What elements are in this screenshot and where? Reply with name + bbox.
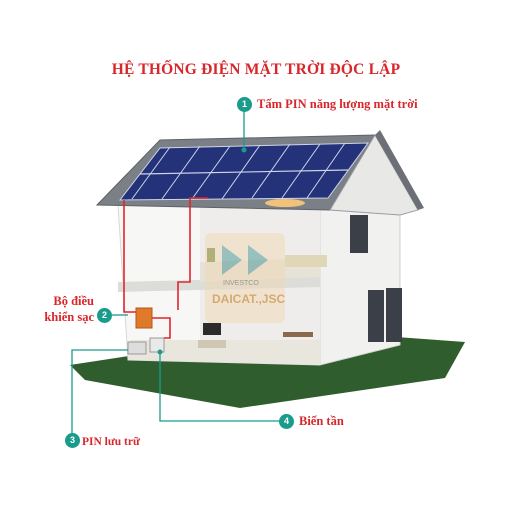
charge-controller [135,307,153,329]
callout-2-label-line1: Bộ điều [53,294,94,308]
callout-2-badge: 2 [97,308,112,323]
callout-1-badge: 1 [237,97,252,112]
watermark-brand: DAICAT.,JSC [212,292,286,306]
battery-bank [127,341,147,355]
plant-upstairs [207,248,215,262]
watermark-sub: INVESTCO [223,280,259,287]
callout-1-label: Tấm PIN năng lượng mặt trời [257,97,418,111]
downstairs-floor [128,340,320,365]
callout-3-badge: 3 [65,433,80,448]
sofa [285,255,327,267]
tv [203,323,221,335]
window-lower-left [368,290,384,342]
callout-4-label: Biến tần [299,414,344,428]
callout-3-label: PIN lưu trữ [82,436,140,448]
floor-slab [118,277,320,292]
callout-2-label-line2: khiển sạc [44,310,94,324]
inverter [149,337,165,353]
wiring [123,197,208,339]
window-upper [350,215,368,253]
ceiling-light [265,199,305,207]
diagram-title: HỆ THỐNG ĐIỆN MẶT TRỜI ĐỘC LẬP [111,61,401,78]
callout-lines [71,110,284,440]
dining-table [283,332,313,337]
roof-edge [375,130,424,210]
watermark-logo [205,233,285,323]
window-lower-right [386,288,402,342]
solar-panel-array [118,142,369,201]
callout-2-label: Bộ điều khiển sạc [20,293,94,325]
tv-cabinet [198,340,226,348]
callout-4-badge: 4 [279,414,294,429]
